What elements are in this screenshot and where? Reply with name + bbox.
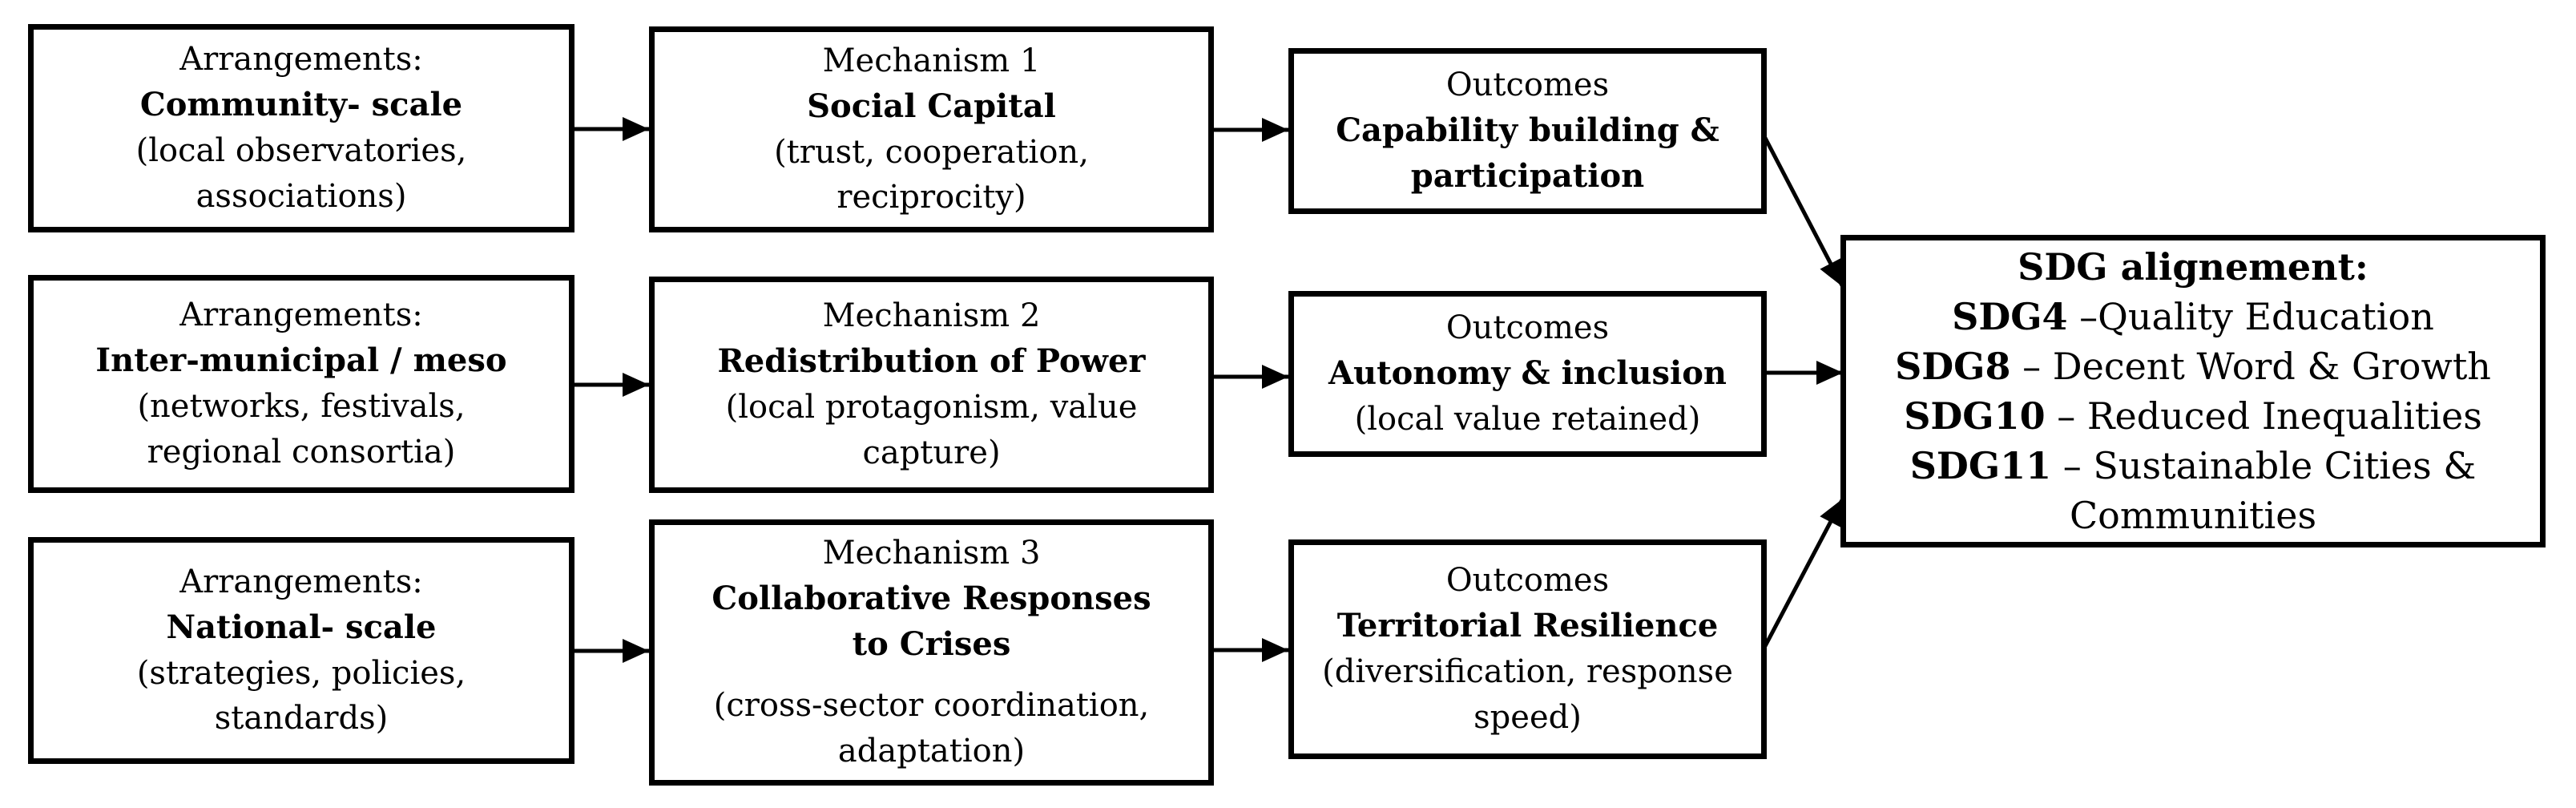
box-detail: (networks, festivals, [137,388,466,425]
box-title: participation [1410,156,1645,195]
sdg-code: SDG8 [1895,344,2011,388]
box-detail: (cross-sector coordination, [713,687,1150,725]
box-title: Capability building & [1336,111,1719,150]
box-detail: (local protagonism, value [725,389,1138,426]
box-label: Arrangements: [179,297,423,334]
arrow-outcome3-to-sdg [1763,497,1845,648]
box-detail: associations) [196,177,407,215]
box-detail: standards) [214,700,389,737]
sdg-code: SDG11 [1909,444,2052,488]
box-detail: adaptation) [837,733,1026,770]
box-detail: (local value retained) [1354,400,1701,438]
sdg-item: SDG4 –Quality Education [1952,292,2434,341]
box-title: National- scale [166,608,437,646]
box-title: Territorial Resilience [1336,607,1719,645]
mechanism-box-social-capital: Mechanism 1 Social Capital (trust, coope… [649,26,1214,232]
sdg-text: – Decent Word & Growth [2010,344,2491,388]
box-title: to Crises [852,624,1011,663]
sdg-item: SDG10 – Reduced Inequalities [1904,391,2482,441]
box-title: Redistribution of Power [717,342,1146,381]
outcome-box-capability: Outcomes Capability building & participa… [1288,48,1767,214]
sdg-item-wrap: Communities [2069,494,2317,538]
box-title: Social Capital [807,87,1056,125]
box-title: Autonomy & inclusion [1328,354,1727,393]
box-detail: regional consortia) [147,433,456,471]
mechanism-box-collaborative-responses: Mechanism 3 Collaborative Responses to C… [649,519,1214,786]
sdg-code: SDG10 [1904,394,2046,438]
sdg-item: SDG11 – Sustainable Cities & [1910,441,2477,491]
box-detail: (diversification, response [1322,653,1733,690]
box-label: Mechanism 3 [822,535,1041,572]
arrangement-box-national: Arrangements: National- scale (strategie… [28,537,574,764]
arrangement-box-inter-municipal: Arrangements: Inter-municipal / meso (ne… [28,275,574,493]
sdg-code: SDG4 [1952,294,2068,338]
box-detail: (trust, cooperation, [774,133,1089,171]
sdg-text: – Reduced Inequalities [2045,394,2482,438]
sdg-text: – Sustainable Cities & [2051,444,2477,488]
box-label: Outcomes [1445,309,1610,347]
box-title: Collaborative Responses [712,579,1151,617]
box-detail: (local observatories, [135,132,467,169]
box-label: Outcomes [1445,562,1610,600]
box-label: Arrangements: [179,41,423,79]
box-title: Community- scale [139,86,463,124]
box-label: Mechanism 1 [822,42,1041,79]
box-label: Outcomes [1445,67,1610,104]
sdg-item: SDG8 – Decent Word & Growth [1895,341,2491,391]
outcome-box-territorial-resilience: Outcomes Territorial Resilience (diversi… [1288,539,1767,759]
box-title: Inter-municipal / meso [95,341,507,380]
box-detail: capture) [862,434,1001,471]
box-label: Arrangements: [179,563,423,600]
box-detail: speed) [1473,698,1582,736]
box-label: Mechanism 2 [822,297,1041,335]
box-detail: (strategies, policies, [136,654,466,692]
box-detail: reciprocity) [836,179,1026,216]
sdg-alignment-box: SDG alignement: SDG4 –Quality Education … [1840,235,2546,547]
sdg-text: –Quality Education [2067,294,2434,338]
sdg-title: SDG alignement: [2018,244,2368,289]
arrangement-box-community: Arrangements: Community- scale (local ob… [28,24,574,232]
mechanism-box-redistribution: Mechanism 2 Redistribution of Power (loc… [649,277,1214,493]
arrow-outcome1-to-sdg [1763,136,1845,289]
outcome-box-autonomy: Outcomes Autonomy & inclusion (local val… [1288,291,1767,457]
